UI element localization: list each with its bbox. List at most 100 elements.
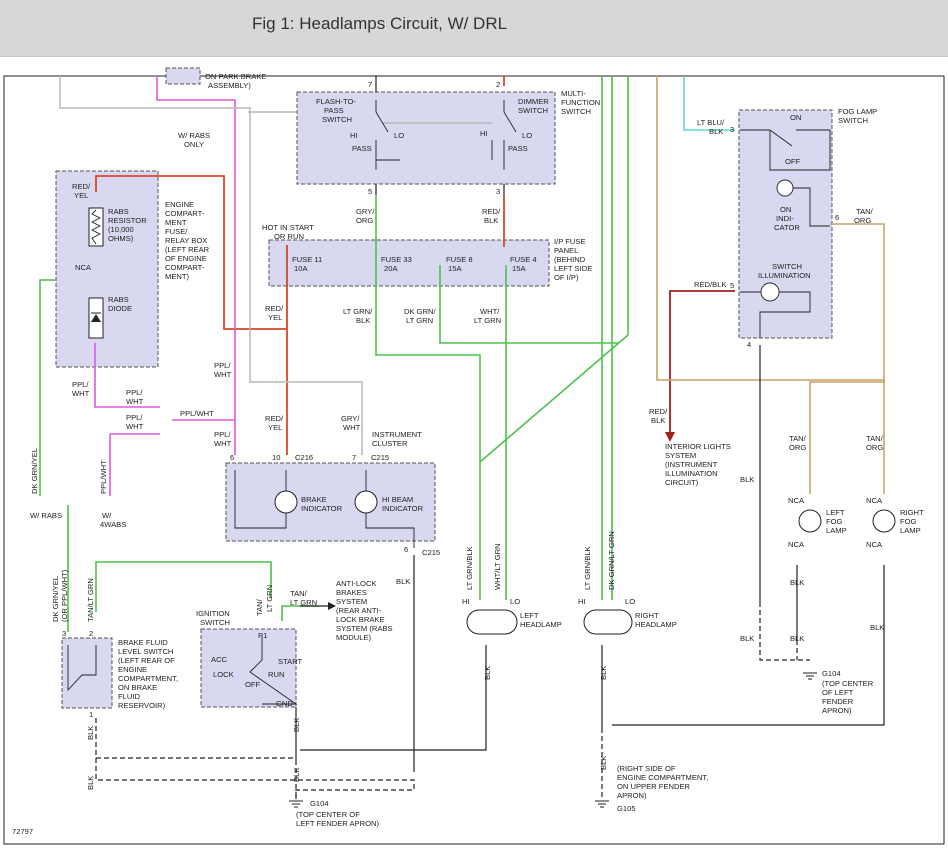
rabs-resistor-zigzag bbox=[90, 209, 102, 245]
hl-left1: LEFT bbox=[520, 611, 539, 620]
ign-acc: ACC bbox=[211, 655, 228, 664]
fuse11a: FUSE 11 bbox=[292, 255, 322, 264]
ignition-switch-symbol bbox=[249, 636, 298, 705]
rabs-r1: RABS bbox=[108, 207, 129, 216]
figure-title: Fig 1: Headlamps Circuit, W/ DRL bbox=[252, 14, 508, 33]
wire-blk-hl-r: BLK bbox=[599, 666, 608, 680]
rabs-r3: (10,000 bbox=[108, 225, 134, 234]
engine-l4: FUSE/ bbox=[165, 227, 188, 236]
ignition-switch-box bbox=[200, 628, 297, 708]
fog-rf3: LAMP bbox=[900, 526, 921, 535]
interior-l4: ILLUMINATION bbox=[665, 469, 718, 478]
wire-dkgrnyel-b: DK GRN/YEL bbox=[51, 576, 60, 622]
red-blk-wire bbox=[669, 290, 735, 440]
brake-indicator-bulb bbox=[274, 490, 298, 514]
black-wires bbox=[95, 76, 885, 800]
wire-tan-rf2: ORG bbox=[866, 443, 883, 452]
wire-blk-cluster: BLK bbox=[396, 577, 410, 586]
ign-off: OFF bbox=[245, 680, 261, 689]
fuse8a: FUSE 8 bbox=[446, 255, 473, 264]
wire-blk-ign1: BLK bbox=[292, 718, 301, 732]
ip2: PANEL bbox=[554, 246, 578, 255]
wire-blk-hl-l: BLK bbox=[483, 666, 492, 680]
wire-ppl-a1: PPL/ bbox=[214, 361, 231, 370]
fog-lf2: FOG bbox=[826, 517, 843, 526]
right-fog-lamp-symbol bbox=[872, 509, 896, 533]
wire-redblk-fs: RED/BLK bbox=[694, 280, 727, 289]
cluster-c215b: C215 bbox=[422, 548, 440, 557]
multifunction-switch-box bbox=[296, 91, 556, 185]
bf-l8: RESERVOIR) bbox=[118, 701, 166, 710]
fuse4a: FUSE 4 bbox=[510, 255, 537, 264]
wire-org: ORG bbox=[356, 216, 373, 225]
wire-tan-rf1: TAN/ bbox=[866, 434, 884, 443]
wire-red-yel-2: RED/ bbox=[265, 414, 284, 423]
wire-dkgrn-1: DK GRN/ bbox=[404, 307, 437, 316]
wire-tan-v: TAN/ bbox=[255, 598, 264, 616]
bf-l5: COMPARTMENT, bbox=[118, 674, 178, 683]
wire-orppl: (OR PPL/WHT) bbox=[60, 569, 69, 622]
ign-title2: SWITCH bbox=[200, 618, 230, 627]
wire-tanorg1: TAN/ bbox=[856, 207, 874, 216]
wire-blk-lbl: BLK bbox=[484, 216, 498, 225]
fog-rf1: RIGHT bbox=[900, 508, 924, 517]
pink-wires bbox=[94, 76, 236, 496]
red-wires bbox=[95, 76, 505, 455]
wire-wht-2: LT GRN bbox=[474, 316, 501, 325]
g104r-l4: APRON) bbox=[822, 706, 852, 715]
fog-nca-lf1: NCA bbox=[788, 496, 805, 505]
wire-red-blk: RED/ bbox=[482, 207, 501, 216]
mfs-pin5: 5 bbox=[368, 187, 372, 196]
wire-blk-lf: BLK bbox=[790, 578, 804, 587]
ign-title1: IGNITION bbox=[196, 609, 230, 618]
g104-l2: LEFT FENDER APRON) bbox=[296, 819, 379, 828]
g104-name: G104 bbox=[310, 799, 329, 808]
wire-tan1: TAN/ bbox=[290, 589, 308, 598]
wire-ltblu2: BLK bbox=[709, 127, 723, 136]
hl-left2: HEADLAMP bbox=[520, 620, 562, 629]
wire-ltgrn: LT GRN bbox=[290, 598, 317, 607]
wire-blk-lf2: BLK bbox=[790, 634, 804, 643]
cluster-p6b: 6 bbox=[404, 545, 408, 554]
ip1: I/P FUSE bbox=[554, 237, 586, 246]
wire-ppl-d1: PPL/ bbox=[126, 413, 143, 422]
antilock-l7: MODULE) bbox=[336, 633, 371, 642]
fog-sw-ill2: ILLUMINATION bbox=[758, 271, 811, 280]
mfs-title1: MULTI- bbox=[561, 89, 586, 98]
wire-tan-lf2: ORG bbox=[789, 443, 806, 452]
wire-tanltgrn-v: TAN/LT GRN bbox=[86, 578, 95, 622]
wire-blk-ign2: BLK bbox=[292, 768, 301, 782]
fog-sw-p5: 5 bbox=[730, 281, 734, 290]
mfs-lo2: LO bbox=[522, 131, 532, 140]
wire-blk-rf: BLK bbox=[870, 623, 884, 632]
gray-wires bbox=[59, 76, 492, 455]
g104-l1: (TOP CENTER OF bbox=[296, 810, 360, 819]
g104r-l1: (TOP CENTER bbox=[822, 679, 874, 688]
right-headlamp-symbol bbox=[583, 609, 633, 635]
mfs-ftp2: PASS bbox=[324, 106, 344, 115]
ign-lock: LOCK bbox=[213, 670, 234, 679]
mfs-pass1: PASS bbox=[352, 144, 372, 153]
bf-l1: BRAKE FLUID bbox=[118, 638, 168, 647]
rabs-obl1: W/ RABS bbox=[178, 131, 210, 140]
g105-l3: ON UPPER FENDER bbox=[617, 782, 691, 791]
engine-l2: COMPART- bbox=[165, 209, 205, 218]
wire-ppl-b2: WHT bbox=[72, 389, 90, 398]
wire-blk-bf2: BLK bbox=[86, 776, 95, 790]
fog-sw-p4: 4 bbox=[747, 340, 751, 349]
fog-sw-ind3: CATOR bbox=[774, 223, 800, 232]
wrabs-w2b: 4WABS bbox=[100, 520, 126, 529]
wire-pplwht: PPL/WHT bbox=[180, 409, 214, 418]
interior-l2: SYSTEM bbox=[665, 451, 696, 460]
engine-l8: COMPART- bbox=[165, 263, 205, 272]
fuse8b: 15A bbox=[448, 264, 462, 273]
wire-ltgrnblk-v1: LT GRN/BLK bbox=[465, 546, 474, 590]
engine-l5: RELAY BOX bbox=[165, 236, 207, 245]
mfs-pass2: PASS bbox=[508, 144, 528, 153]
fuse-hot2: OR RUN bbox=[274, 232, 304, 241]
engine-l3: MENT bbox=[165, 218, 187, 227]
fog-nca-rf1: NCA bbox=[866, 496, 883, 505]
wire-blk-bf1: BLK bbox=[86, 726, 95, 740]
hl-right2: HEADLAMP bbox=[635, 620, 677, 629]
cluster-brake1: BRAKE bbox=[301, 495, 327, 504]
